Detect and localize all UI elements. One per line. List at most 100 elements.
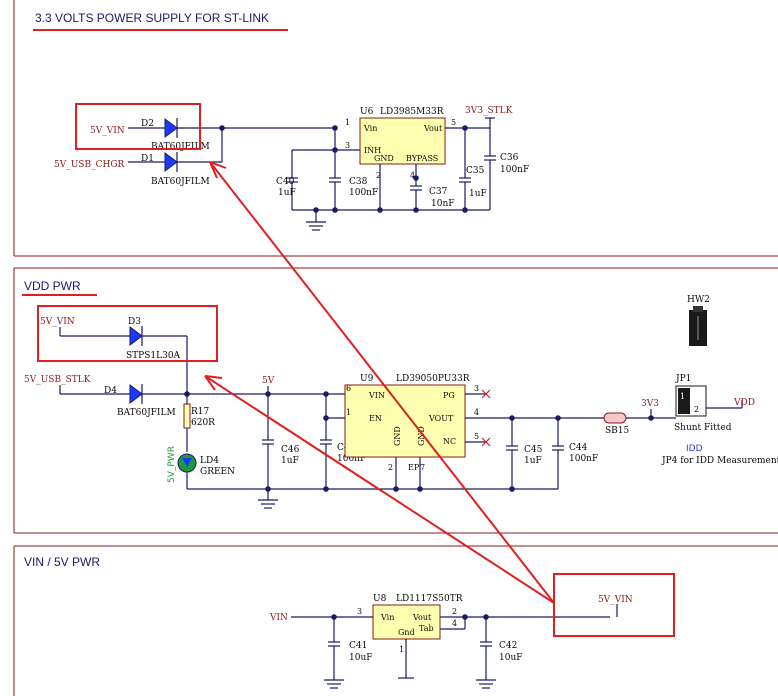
- c40-ref: C40: [276, 177, 295, 187]
- c37-ref: C37: [429, 187, 448, 197]
- u8-ref: U8: [373, 594, 387, 604]
- u9-pin-nc: NC: [443, 437, 456, 446]
- u6-pin-vin: Vin: [363, 124, 377, 133]
- ld4-ref: LD4: [200, 456, 219, 466]
- u9-value: LD39050PU33R: [396, 374, 470, 384]
- net-5v-vin-bot: 5V_VIN: [598, 595, 633, 605]
- d4-value: BAT60JFILM: [117, 408, 176, 418]
- u9-pin-2: 2: [388, 463, 393, 472]
- u9-pin-1: 1: [346, 408, 351, 417]
- u6-pin-inh: INH: [364, 146, 381, 155]
- u9-pin-pg: PG: [443, 391, 455, 400]
- u6-body: [359, 117, 446, 165]
- u9-ref: U9: [360, 374, 374, 384]
- c45-ref: C45: [524, 445, 543, 455]
- d2-diode-icon: [164, 118, 178, 138]
- net-5v-usb-stlk: 5V_USB_STLK: [24, 375, 91, 385]
- sb15-ref: SB15: [605, 426, 630, 436]
- c36-ref: C36: [500, 153, 519, 163]
- u8-pin-tab: Tab: [419, 624, 434, 633]
- d3-value: STPS1L30A: [126, 351, 181, 361]
- d2-value: BAT60JFILM: [151, 142, 210, 152]
- idd-label: IDD: [686, 444, 703, 454]
- u9-pin-ep: EP: [408, 463, 420, 472]
- u6-pin-5: 5: [451, 118, 456, 127]
- ld4-side-label: 5V_PWR: [167, 446, 177, 483]
- c35-value: 1uF: [469, 189, 487, 199]
- net-5v-vin-mid: 5V_VIN: [40, 317, 75, 327]
- c38-value: 100nF: [349, 188, 378, 198]
- u9-pin-gnd2: GND: [417, 426, 426, 446]
- u9-pin-vout: VOUT: [428, 414, 454, 423]
- c45-value: 1uF: [524, 456, 542, 466]
- c41-value: 10uF: [349, 653, 373, 663]
- section-title-vdd: VDD PWR: [24, 279, 81, 293]
- c41-ref: C41: [349, 641, 367, 651]
- d1-ref: D1: [141, 154, 154, 164]
- jp1-pin2: 2: [694, 405, 699, 414]
- d4-ref: D4: [104, 386, 117, 396]
- u9-pin-6: 6: [346, 384, 351, 393]
- c42-ref: C42: [499, 641, 517, 651]
- u6-pin-vout: Vout: [423, 124, 443, 133]
- sb15-bridge: [603, 412, 627, 424]
- highlight-box-5v-vin-top: [75, 103, 201, 150]
- u6-ref: U6: [360, 107, 374, 117]
- d3-diode-icon: [129, 326, 143, 346]
- u6-pin-bypass: BYPASS: [406, 154, 438, 163]
- idd-desc: JP4 for IDD Measurement: [661, 456, 778, 466]
- u9-pin-en: EN: [369, 414, 382, 423]
- ld4-value: GREEN: [200, 467, 235, 477]
- c35-ref: C35: [466, 166, 485, 176]
- section-title-vin: VIN / 5V PWR: [24, 555, 100, 569]
- d1-value: BAT60JFILM: [151, 177, 210, 187]
- u6-pin-3: 3: [345, 141, 350, 150]
- u8-pin-1: 1: [399, 645, 404, 654]
- u8-value: LD1117S50TR: [396, 594, 463, 604]
- c47-value: 100nF: [337, 454, 366, 464]
- u9-pin-5: 5: [474, 432, 479, 441]
- net-3v3-stlk: 3V3_STLK: [465, 106, 513, 116]
- c46-ref: C46: [281, 445, 300, 455]
- highlight-box-5v-vin-mid: [37, 305, 218, 362]
- hw2-ref: HW2: [687, 295, 710, 305]
- section-title-stlink: 3.3 VOLTS POWER SUPPLY FOR ST-LINK: [35, 11, 269, 25]
- jp1-note: Shunt Fitted: [674, 423, 732, 433]
- u8-pin-2: 2: [452, 607, 457, 616]
- net-5v-usb-chgr: 5V_USB_CHGR: [54, 160, 125, 170]
- u9-pin-3: 3: [474, 384, 479, 393]
- c37-value: 10nF: [431, 199, 455, 209]
- d3-ref: D3: [128, 317, 141, 327]
- u9-pin-4: 4: [474, 408, 479, 417]
- net-5v: 5V: [262, 376, 275, 386]
- u8-pin-3: 3: [357, 607, 362, 616]
- net-vdd: VDD: [733, 398, 755, 408]
- c40-value: 1uF: [278, 188, 296, 198]
- u6-pin-gnd: GND: [374, 154, 394, 163]
- u6-pin-1: 1: [345, 118, 350, 127]
- vdd-pwr-group: 5V_VIN D3 STPS1L30A 5V_USB_STLK D4 BAT60…: [24, 295, 778, 509]
- u6-pin-2: 2: [376, 171, 381, 180]
- u6-pin-4: 4: [410, 171, 415, 180]
- c44-ref: C44: [569, 443, 588, 453]
- u8-pin-vin: Vin: [380, 613, 394, 622]
- jp1-ref: JP1: [675, 374, 691, 384]
- c36-value: 100nF: [500, 165, 529, 175]
- hw2-jumper-icon: [689, 306, 707, 346]
- u9-pin-7: 7: [420, 463, 425, 472]
- c44-value: 100nF: [569, 454, 598, 464]
- u8-pin-vout: Vout: [412, 613, 432, 622]
- c42-value: 10uF: [499, 653, 523, 663]
- u6-value: LD3985M33R: [380, 107, 444, 117]
- r17-ref: R17: [191, 407, 210, 417]
- r17-value: 620R: [191, 418, 215, 428]
- d1-diode-icon: [164, 152, 178, 172]
- u9-pin-gnd1: GND: [393, 426, 402, 446]
- highlight-box-5v-vin-bot: [553, 573, 675, 637]
- net-5v-vin-top: 5V_VIN: [90, 126, 125, 136]
- u9-body: [344, 384, 466, 458]
- net-vin: VIN: [269, 613, 288, 623]
- c38-ref: C38: [349, 177, 368, 187]
- annotation-overlay: [37, 103, 675, 637]
